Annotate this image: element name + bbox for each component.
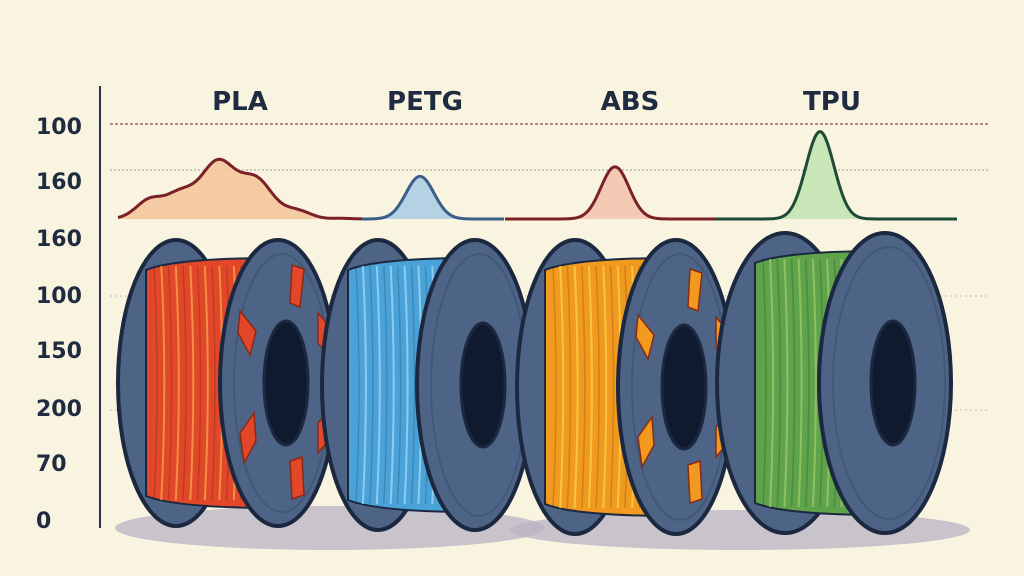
spool-hub-tpu bbox=[869, 319, 917, 447]
spool-winding-line bbox=[410, 265, 416, 505]
spool-tab-pla bbox=[289, 263, 305, 309]
spool-winding-line bbox=[389, 265, 395, 505]
spool-winding-line bbox=[811, 258, 817, 508]
y-tick-label: 160 bbox=[36, 227, 82, 252]
spool-winding-line bbox=[196, 265, 202, 501]
spool-winding-line bbox=[160, 265, 166, 501]
spool-winding-line bbox=[355, 265, 360, 505]
material-label-pla: PLA bbox=[212, 87, 268, 117]
spool-winding-line bbox=[552, 265, 557, 509]
curve-line-pla bbox=[117, 157, 362, 221]
spool-tab-abs bbox=[637, 414, 655, 470]
spool-shadow bbox=[510, 510, 970, 550]
y-tick-label: 100 bbox=[36, 115, 82, 140]
spool-winding-line bbox=[396, 265, 402, 505]
spool-winding-line bbox=[762, 258, 767, 508]
y-tick-label: 150 bbox=[36, 339, 82, 364]
curve-line-tpu bbox=[715, 130, 957, 221]
spool-hub-petg bbox=[459, 321, 507, 449]
spool-winding-line bbox=[167, 265, 173, 501]
y-tick-label: 70 bbox=[36, 452, 67, 477]
spool-winding-line bbox=[361, 265, 367, 505]
spool-tab-pla bbox=[239, 410, 257, 466]
curve-fill-abs bbox=[505, 166, 715, 219]
spool-tab-pla bbox=[237, 309, 257, 358]
y-axis: 100 160 160 100 150 200 70 0 bbox=[36, 86, 101, 534]
y-tick-label: 200 bbox=[36, 397, 82, 422]
spool-winding-line bbox=[602, 265, 608, 509]
spool-winding-line bbox=[609, 265, 615, 509]
spool-winding-line bbox=[182, 265, 187, 501]
spool-winding-line bbox=[805, 258, 810, 508]
material-label-petg: PETG bbox=[387, 87, 463, 117]
spool-winding-line bbox=[573, 265, 579, 509]
spool-tab-abs bbox=[687, 459, 703, 505]
spool-winding-line bbox=[776, 258, 782, 508]
material-labels: PLA PETG ABS TPU bbox=[212, 87, 861, 117]
spool-hub-abs bbox=[660, 323, 708, 451]
spool-winding-line bbox=[769, 258, 775, 508]
spool-winding-line bbox=[595, 265, 600, 509]
spool-winding-line bbox=[587, 265, 593, 509]
curve-fill-petg bbox=[362, 176, 505, 219]
spool-flange-rim bbox=[832, 246, 946, 520]
filament-spools bbox=[115, 231, 970, 550]
spool-winding-line bbox=[790, 258, 796, 508]
spool-winding-line bbox=[203, 265, 209, 501]
spool-winding-line bbox=[211, 265, 216, 501]
spool-winding-line bbox=[383, 265, 388, 505]
spool-tab-abs bbox=[687, 267, 703, 313]
spool-winding-line bbox=[174, 265, 180, 501]
spool-winding-line bbox=[559, 265, 565, 509]
material-label-tpu: TPU bbox=[803, 87, 861, 117]
spool-winding-line bbox=[153, 265, 158, 501]
spool-tab-abs bbox=[635, 313, 655, 362]
material-label-abs: ABS bbox=[601, 87, 660, 117]
spool-winding-line bbox=[581, 265, 586, 509]
spool-winding-line bbox=[797, 258, 803, 508]
y-tick-label: 0 bbox=[36, 509, 51, 534]
spool-tab-pla bbox=[289, 455, 305, 501]
spool-winding-line bbox=[783, 258, 789, 508]
curve-line-petg bbox=[362, 174, 504, 221]
curve-fill-pla bbox=[118, 159, 362, 219]
spool-winding-line bbox=[566, 265, 572, 509]
y-tick-label: 160 bbox=[36, 170, 82, 195]
spool-winding-line bbox=[369, 265, 374, 505]
spool-winding-line bbox=[375, 265, 381, 505]
spool-winding-line bbox=[403, 265, 409, 505]
curve-line-abs bbox=[505, 165, 715, 221]
distribution-curves bbox=[117, 130, 958, 221]
spool-winding-line bbox=[189, 265, 195, 501]
spool-hub-pla bbox=[262, 319, 310, 447]
spool-shadow bbox=[115, 506, 545, 550]
y-tick-label: 100 bbox=[36, 284, 82, 309]
